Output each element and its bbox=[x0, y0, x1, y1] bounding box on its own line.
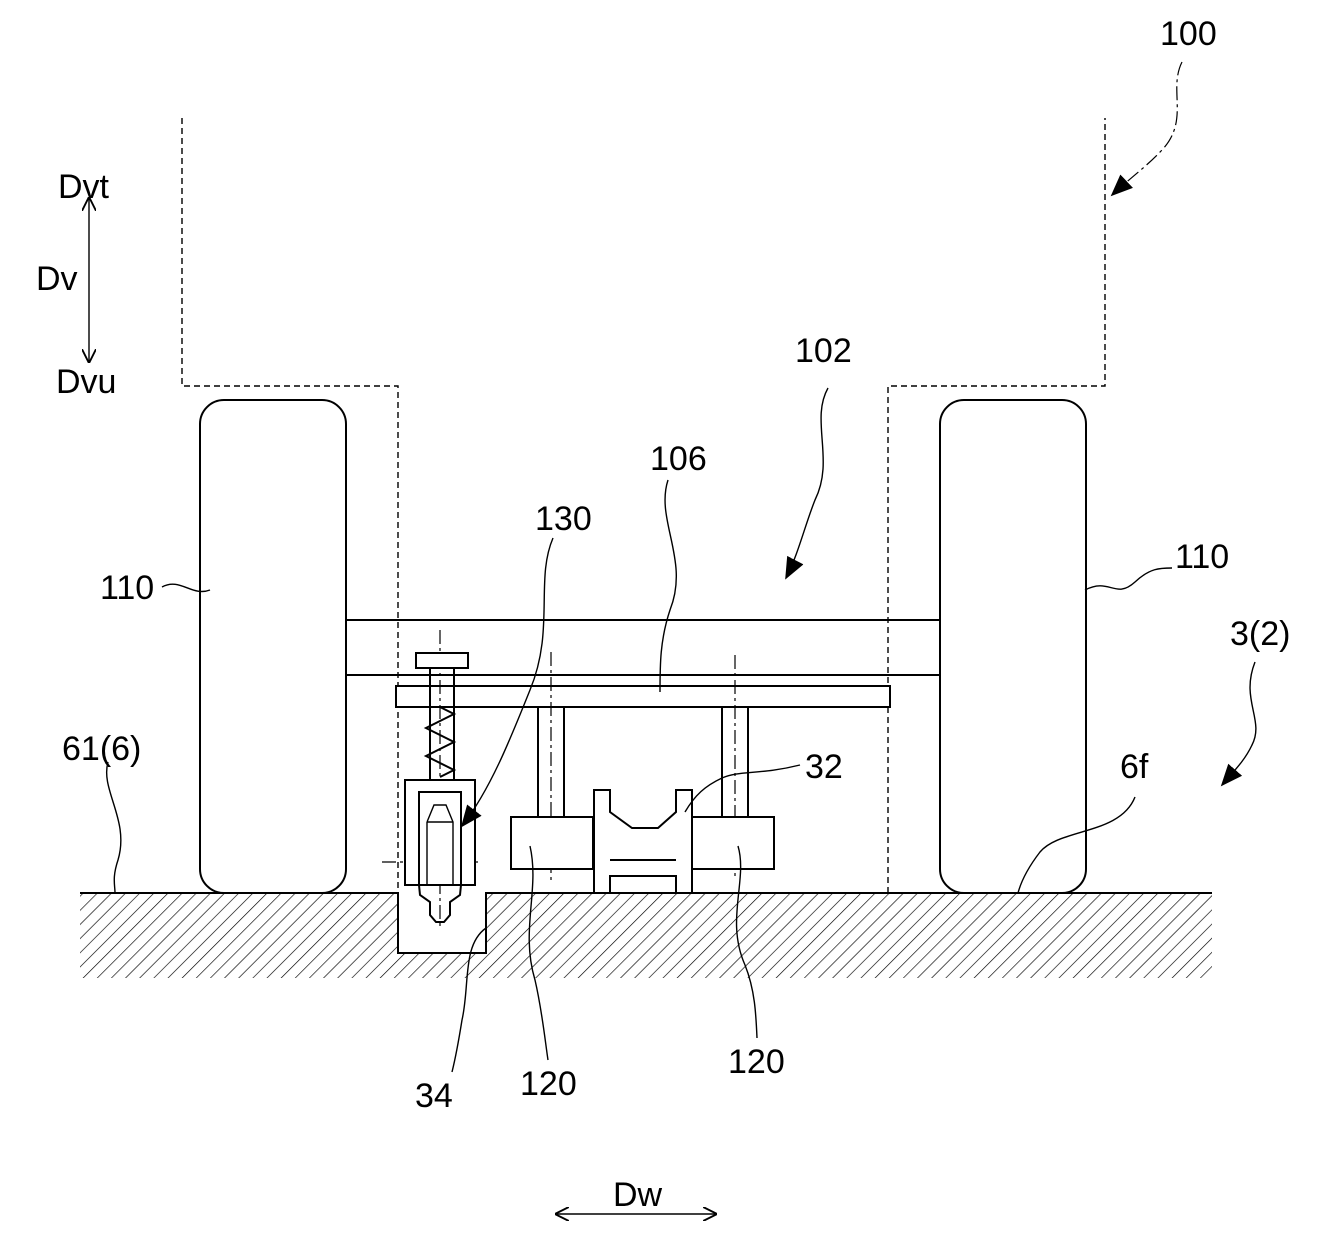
label-floor-61-6: 61(6) bbox=[62, 730, 141, 768]
plate-106 bbox=[396, 686, 890, 707]
label-unit-130: 130 bbox=[535, 500, 592, 538]
label-wheel-right-110: 110 bbox=[1175, 538, 1229, 576]
label-direction-dv: Dv bbox=[36, 260, 78, 298]
roller-right bbox=[692, 817, 774, 869]
label-direction-dvt: Dvt bbox=[58, 168, 110, 206]
label-wheel-left-110: 110 bbox=[100, 569, 154, 607]
label-undercarriage-102: 102 bbox=[795, 332, 852, 370]
label-groove-34: 34 bbox=[415, 1077, 453, 1115]
wheel-left bbox=[200, 400, 346, 893]
label-plate-106: 106 bbox=[650, 440, 707, 478]
label-roller-left-120: 120 bbox=[520, 1065, 577, 1103]
floor-ground bbox=[80, 893, 1212, 978]
label-system-3-2: 3(2) bbox=[1230, 615, 1290, 653]
label-roller-right-120: 120 bbox=[728, 1043, 785, 1081]
label-floor-surface-6f: 6f bbox=[1120, 748, 1149, 786]
guide-rail-32 bbox=[594, 790, 692, 893]
roller-left bbox=[511, 817, 593, 869]
wheel-right bbox=[940, 400, 1086, 893]
label-direction-dvu: Dvu bbox=[56, 363, 116, 401]
label-direction-dw: Dw bbox=[613, 1176, 663, 1214]
label-vehicle-100: 100 bbox=[1160, 15, 1217, 53]
label-guide-rail-32: 32 bbox=[805, 748, 843, 786]
